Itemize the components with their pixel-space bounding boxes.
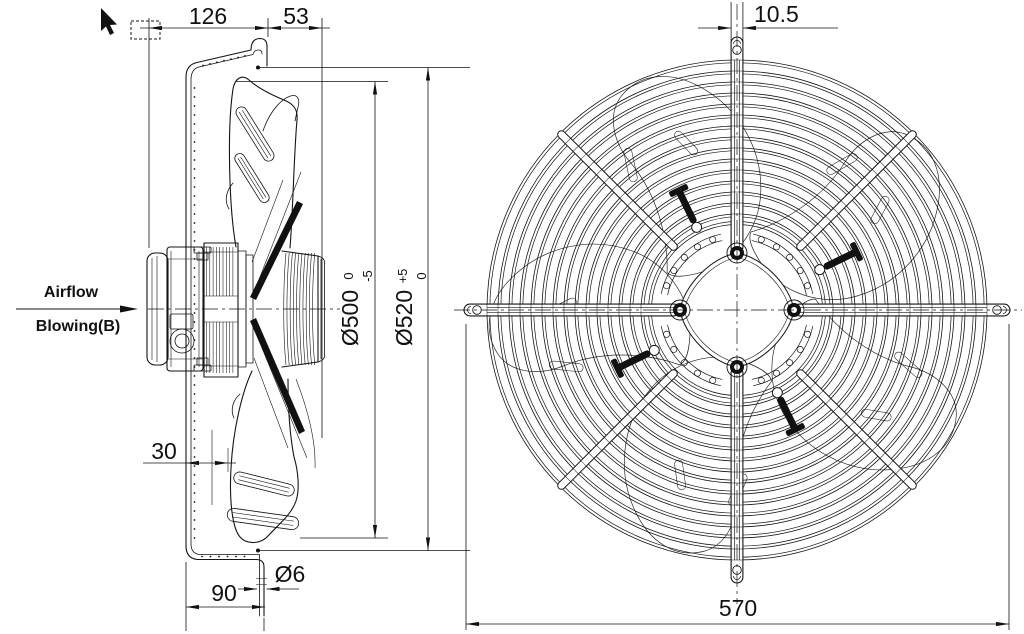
dim-520-label: Ø520 <box>391 290 417 346</box>
motor <box>146 242 254 378</box>
front-view: 10.5 570 <box>454 1 1022 630</box>
fan-housing <box>185 37 268 617</box>
dim-6-label: Ø6 <box>275 561 306 587</box>
dim-126-label: 126 <box>189 3 227 29</box>
hub-bolt-circle <box>660 233 814 387</box>
side-view: Airflow Blowing(B) 126 53 Ø500 0 -5 Ø520… <box>16 3 470 631</box>
dim-10-5-label: 10.5 <box>754 1 799 27</box>
dim-520-lower-tol: 0 <box>414 272 429 279</box>
rotor-hub <box>250 171 325 459</box>
dim-500-label: Ø500 <box>337 290 363 346</box>
dim-500-upper-tol: 0 <box>341 272 356 279</box>
airflow-label: Airflow <box>44 284 99 301</box>
dim-500-lower-tol: -5 <box>360 270 375 282</box>
airflow-annotation: Airflow Blowing(B) <box>16 284 126 335</box>
fan-blade-top <box>225 76 300 249</box>
blowing-label: Blowing(B) <box>36 318 120 335</box>
blade-root-upper <box>250 201 303 300</box>
dim-500: Ø500 0 -5 <box>337 270 375 346</box>
side-dimensions: 126 53 Ø500 0 -5 Ø520 +5 0 30 90 Ø6 <box>140 3 470 631</box>
cursor-icon <box>101 8 161 40</box>
cable-gland <box>169 313 195 354</box>
motor-bolt-bottom <box>193 357 212 372</box>
marquee-icon <box>130 20 161 40</box>
dim-570-label: 570 <box>719 595 757 621</box>
dim-520: Ø520 +5 0 <box>391 269 429 347</box>
motor-bolt-top <box>193 246 212 261</box>
front-dimensions: 10.5 570 <box>465 1 1010 630</box>
dim-90-label: 90 <box>211 580 237 606</box>
guard-clips <box>611 184 863 436</box>
diagonal-spokes <box>557 130 917 490</box>
dimension-arrows <box>120 25 1009 627</box>
dim-520-upper-tol: +5 <box>395 269 410 284</box>
dim-30-label: 30 <box>151 438 177 464</box>
blade-root-lower <box>250 318 305 434</box>
dim-53-label: 53 <box>283 3 309 29</box>
fan-blade-bottom <box>211 370 316 544</box>
